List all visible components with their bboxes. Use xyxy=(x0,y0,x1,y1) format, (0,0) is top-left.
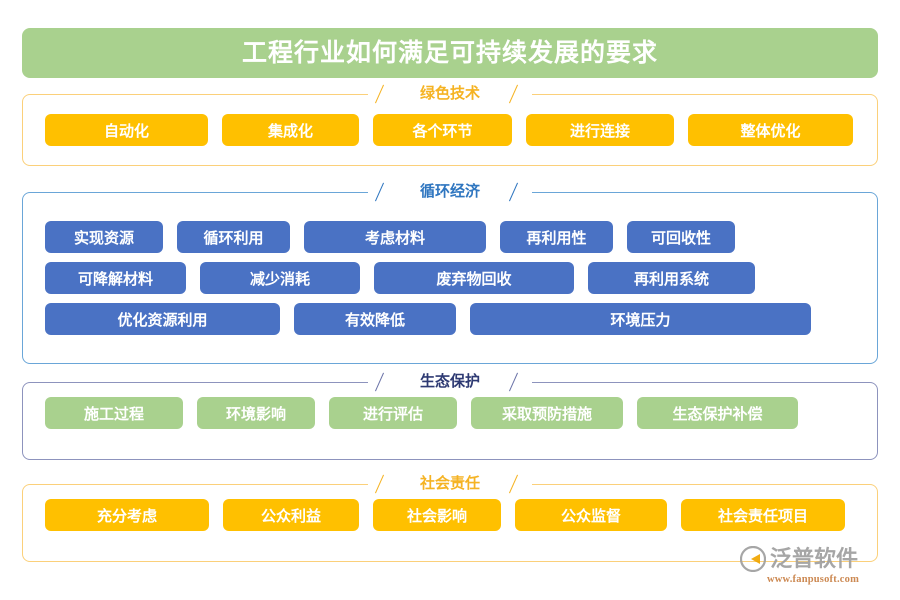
tag-rows-ecology-protection: 施工过程 环境影响 进行评估 采取预防措施 生态保护补偿 xyxy=(23,383,877,459)
tag-row: 优化资源利用 有效降低 环境压力 xyxy=(45,303,855,335)
section-circular-economy: 循环经济 实现资源 循环利用 考虑材料 再利用性 可回收性 可降解材料 减少消耗… xyxy=(22,182,878,364)
tag-item[interactable]: 社会责任项目 xyxy=(681,499,845,531)
tag-rows-green-tech: 自动化 集成化 各个环节 进行连接 整体优化 xyxy=(23,95,877,165)
tag-item[interactable]: 充分考虑 xyxy=(45,499,209,531)
tag-item[interactable]: 可降解材料 xyxy=(45,262,186,294)
tag-item[interactable]: 集成化 xyxy=(222,114,359,146)
tag-item[interactable]: 环境压力 xyxy=(470,303,811,335)
fanpu-logo-icon xyxy=(739,545,767,573)
tag-item[interactable]: 各个环节 xyxy=(373,114,512,146)
section-green-tech: 绿色技术 自动化 集成化 各个环节 进行连接 整体优化 xyxy=(22,84,878,166)
tag-item[interactable]: 优化资源利用 xyxy=(45,303,280,335)
tag-row: 可降解材料 减少消耗 废弃物回收 再利用系统 xyxy=(45,262,855,294)
tag-item[interactable]: 减少消耗 xyxy=(200,262,360,294)
tag-item[interactable]: 采取预防措施 xyxy=(471,397,623,429)
tag-item[interactable]: 再利用系统 xyxy=(588,262,755,294)
tag-item[interactable]: 公众监督 xyxy=(515,499,667,531)
tag-item[interactable]: 进行连接 xyxy=(526,114,674,146)
section-ecology-protection: 生态保护 施工过程 环境影响 进行评估 采取预防措施 生态保护补偿 xyxy=(22,372,878,460)
tag-item[interactable]: 废弃物回收 xyxy=(374,262,574,294)
watermark-logo: 泛普软件 www.fanpusoft.com xyxy=(739,545,886,590)
tag-item[interactable]: 环境影响 xyxy=(197,397,315,429)
tag-row: 施工过程 环境影响 进行评估 采取预防措施 生态保护补偿 xyxy=(45,397,855,429)
watermark-brand-row: 泛普软件 xyxy=(739,545,886,573)
tag-rows-circular-economy: 实现资源 循环利用 考虑材料 再利用性 可回收性 可降解材料 减少消耗 废弃物回… xyxy=(23,193,877,363)
page-title-banner: 工程行业如何满足可持续发展的要求 xyxy=(22,28,878,78)
watermark-url: www.fanpusoft.com xyxy=(766,574,860,585)
tag-row: 自动化 集成化 各个环节 进行连接 整体优化 xyxy=(45,114,855,146)
tag-item[interactable]: 社会影响 xyxy=(373,499,501,531)
tag-item[interactable]: 自动化 xyxy=(45,114,208,146)
tag-row: 充分考虑 公众利益 社会影响 公众监督 社会责任项目 xyxy=(45,499,855,531)
tag-item[interactable]: 施工过程 xyxy=(45,397,183,429)
page-title: 工程行业如何满足可持续发展的要求 xyxy=(241,38,658,67)
tag-item[interactable]: 再利用性 xyxy=(500,221,613,253)
tag-item[interactable]: 有效降低 xyxy=(294,303,456,335)
tag-item[interactable]: 循环利用 xyxy=(177,221,290,253)
tag-item[interactable]: 实现资源 xyxy=(45,221,163,253)
tag-row: 实现资源 循环利用 考虑材料 再利用性 可回收性 xyxy=(45,221,855,253)
tag-rows-social-responsibility: 充分考虑 公众利益 社会影响 公众监督 社会责任项目 xyxy=(23,485,877,561)
tag-item[interactable]: 进行评估 xyxy=(329,397,457,429)
tag-item[interactable]: 可回收性 xyxy=(627,221,735,253)
tag-item[interactable]: 公众利益 xyxy=(223,499,359,531)
tag-item[interactable]: 生态保护补偿 xyxy=(637,397,798,429)
tag-item[interactable]: 整体优化 xyxy=(688,114,853,146)
watermark-brand-name: 泛普软件 xyxy=(770,546,859,571)
tag-item[interactable]: 考虑材料 xyxy=(304,221,486,253)
